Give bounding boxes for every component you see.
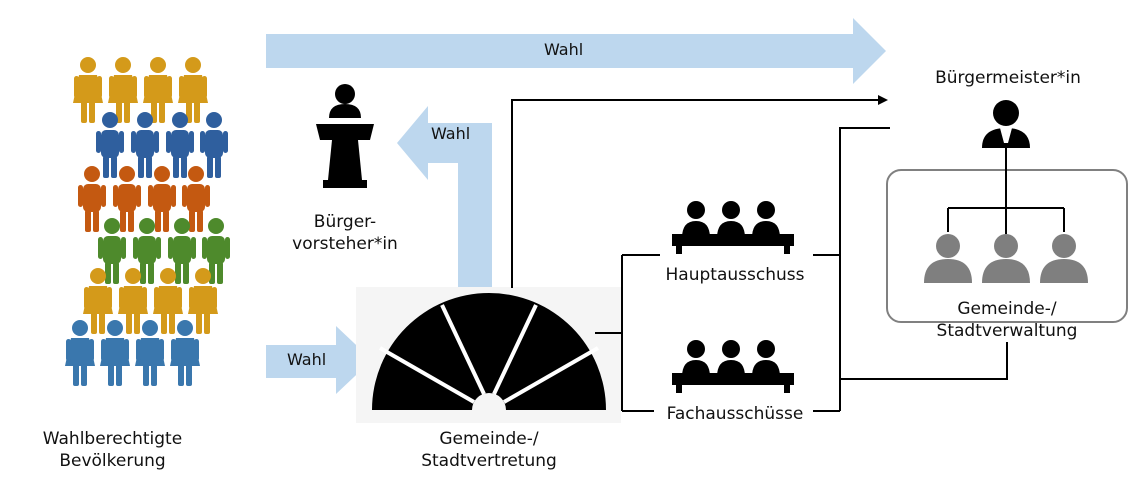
administration-label-line1: Gemeinde-/ [957,299,1057,319]
main-committee-label: Hauptausschuss [665,265,805,285]
person-figure-icon [202,218,230,284]
election-label-middle: Wahl [287,350,327,369]
staff-person-icon [924,234,1088,283]
speaker-label: Bürger- vorsteher*in [285,211,405,255]
person-figure-icon [200,112,228,178]
person-figure-icon [131,112,159,178]
committee-table-icon [672,201,794,254]
person-figure-icon [83,268,113,334]
council-label-line2: Stadtvertretung [421,451,557,471]
administration-label: Gemeinde-/ Stadtverwaltung [907,298,1107,342]
lectern-speaker-icon [316,84,374,188]
person-figure-icon [73,57,103,123]
person-figure-icon [113,166,141,232]
person-figure-icon [96,112,124,178]
person-figure-icon [135,320,165,386]
voters-label: Wahlberechtigte Bevölkerung [0,428,225,472]
person-figure-icon [170,320,200,386]
person-figure-icon [153,268,183,334]
person-figure-icon [78,166,106,232]
person-figure-icon [143,57,173,123]
person-figure-icon [118,268,148,334]
staff-person-icon [1040,234,1088,283]
election-label-up: Wahl [431,124,471,143]
election-arrow-middle [266,326,372,394]
person-figure-icon [166,112,194,178]
election-label-top: Wahl [544,40,584,59]
voters-label-line2: Bevölkerung [59,451,166,471]
person-figure-icon [178,57,208,123]
staff-person-icon [924,234,972,283]
council-label: Gemeinde-/ Stadtvertretung [389,428,589,472]
person-figure-icon [100,320,130,386]
speaker-label-line2: vorsteher*in [292,234,398,254]
committees-label: Fachausschüsse [666,404,804,424]
election-arrow-top [266,18,886,84]
administration-label-line2: Stadtverwaltung [936,321,1078,341]
council-label-line1: Gemeinde-/ [439,429,539,449]
person-figure-icon [188,268,218,334]
election-arrow-up [397,106,492,290]
parliament-hemicycle-icon [372,293,606,410]
person-figure-icon [182,166,210,232]
connector-lines [511,99,1008,412]
person-figure-icon [133,218,161,284]
mayor-person-icon [982,100,1030,148]
mayor-label: Bürgermeister*in [935,68,1081,88]
arrowhead-mayor [878,95,888,105]
person-figure-icon [148,166,176,232]
speaker-label-line1: Bürger- [313,212,377,232]
admin-hierarchy-lines [947,148,1065,234]
person-figure-icon [65,320,95,386]
staff-person-icon [982,234,1030,283]
voters-label-line1: Wahlberechtigte [42,429,183,449]
people-crowd-icon [65,57,230,386]
committee-table-icon [672,340,794,393]
person-figure-icon [98,218,126,284]
person-figure-icon [168,218,196,284]
